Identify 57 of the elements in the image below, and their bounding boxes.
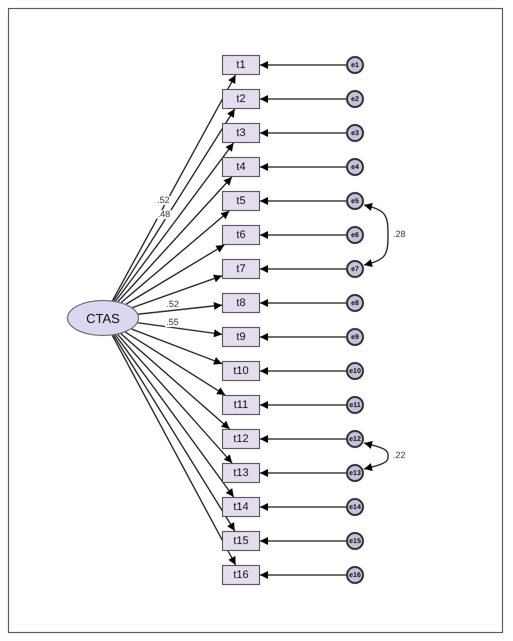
correlation-arrow xyxy=(364,441,389,471)
edge-label: .48 xyxy=(156,210,172,220)
observed-variable-box: t15 xyxy=(222,531,260,551)
path-arrow xyxy=(114,334,234,498)
observed-variable-box: t2 xyxy=(222,89,260,109)
path-arrow xyxy=(112,74,236,301)
correlation-arrow xyxy=(364,203,389,267)
observed-variable-box: t6 xyxy=(222,225,260,245)
path-arrow xyxy=(260,367,346,375)
observed-variable-box: t5 xyxy=(222,191,260,211)
path-arrow xyxy=(125,332,226,396)
path-arrow xyxy=(260,231,346,239)
path-arrow xyxy=(260,197,346,205)
observed-variable-box: t11 xyxy=(222,395,260,415)
observed-variable-box: t13 xyxy=(222,463,260,483)
observed-variable-box: t3 xyxy=(222,123,260,143)
path-arrow xyxy=(260,571,346,579)
observed-variable-box: t14 xyxy=(222,497,260,517)
edge-label: .55 xyxy=(165,318,180,327)
observed-variable-box: t8 xyxy=(222,293,260,313)
path-arrow xyxy=(120,210,230,303)
edge-label: .28 xyxy=(392,230,407,239)
path-arrow xyxy=(120,333,230,430)
path-arrow xyxy=(260,537,346,545)
path-arrow xyxy=(113,108,236,302)
path-arrow xyxy=(260,129,346,137)
observed-variable-box: t7 xyxy=(222,259,260,279)
path-arrow xyxy=(113,334,236,532)
path-arrow xyxy=(260,299,346,307)
path-arrow xyxy=(132,274,222,308)
edge-label: .52 xyxy=(165,300,180,310)
path-arrow xyxy=(260,469,346,477)
path-arrow xyxy=(126,244,225,305)
observed-variable-box: t12 xyxy=(222,429,260,449)
observed-variable-box: t16 xyxy=(222,565,260,585)
path-arrow xyxy=(131,328,222,365)
path-arrow xyxy=(138,322,222,338)
path-arrow xyxy=(117,334,233,464)
path-arrow xyxy=(117,176,232,302)
path-arrow xyxy=(115,142,234,302)
path-arrow xyxy=(260,333,346,341)
observed-variable-box: t10 xyxy=(222,361,260,381)
path-arrow xyxy=(260,401,346,409)
path-arrow xyxy=(260,265,346,273)
path-arrow xyxy=(260,435,346,443)
path-arrow xyxy=(260,61,346,69)
edge-label: .22 xyxy=(392,451,407,460)
path-arrow xyxy=(260,95,346,103)
observed-variable-box: t9 xyxy=(222,327,260,347)
path-arrow xyxy=(260,503,346,511)
path-arrow xyxy=(138,302,222,315)
path-arrow xyxy=(112,335,236,566)
observed-variable-box: t1 xyxy=(222,55,260,75)
observed-variable-box: t4 xyxy=(222,157,260,177)
edge-label: .52 xyxy=(156,196,171,205)
latent-variable-ellipse: CTAS xyxy=(67,300,139,336)
path-arrow xyxy=(260,163,346,171)
